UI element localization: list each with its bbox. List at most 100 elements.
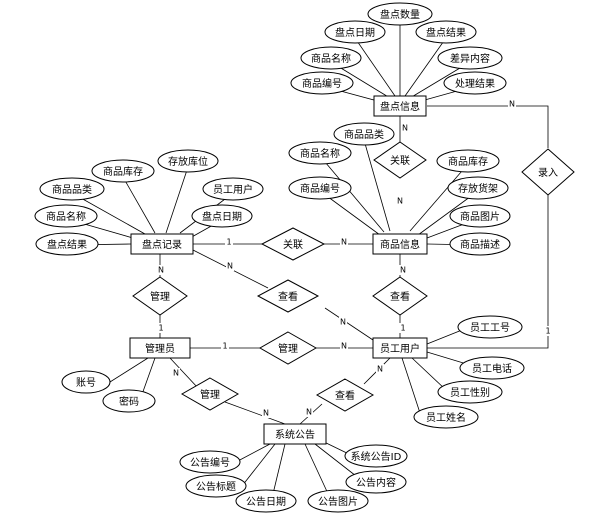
attribute-ellipse (202, 177, 264, 201)
attribute-inventory-record: 盘点结果 (35, 232, 99, 256)
cardinality-bg (340, 237, 348, 247)
attribute-ellipse (437, 380, 503, 404)
entity-label: 盘点信息 (380, 100, 420, 113)
attribute-inventory-info: 商品名称 (300, 46, 362, 70)
attribute-ellipse (157, 149, 219, 173)
cardinality-bg (399, 265, 407, 275)
cardinality-label: 1 (158, 324, 163, 333)
attribute-ellipse (191, 204, 253, 228)
attribute-announcement: 公告编号 (179, 450, 241, 474)
relationship-rel-view-record[interactable]: 查看 (256, 279, 320, 313)
attribute-label: 商品描述 (460, 238, 500, 251)
entity-admin[interactable]: 管理员 (129, 337, 191, 359)
entity-box (372, 233, 428, 255)
entity-label: 系统公告 (275, 428, 315, 441)
attribute-inventory-record: 商品库存 (91, 159, 155, 183)
cardinality-label: 1 (222, 342, 227, 351)
attribute-label: 系统公告ID (351, 450, 402, 463)
attribute-ellipse (307, 489, 369, 513)
relationship-rel-admin-announce[interactable]: 管理 (180, 377, 240, 411)
entity-product-info[interactable]: 商品信息 (372, 233, 428, 255)
relationship-rel-employee-announce[interactable]: 查看 (315, 378, 375, 412)
attribute-employee: 员工工号 (457, 315, 523, 339)
attribute-employee: 员工性别 (437, 380, 503, 404)
entity-label: 商品信息 (380, 238, 420, 251)
cardinality-label: N (397, 197, 403, 206)
attribute-ellipse (447, 176, 509, 200)
cardinality-bg (508, 99, 516, 109)
attribute-inventory-record: 存放库位 (157, 149, 219, 173)
attribute-product-info: 商品名称 (288, 141, 352, 165)
entity-box (372, 337, 428, 359)
attribute-label: 商品编号 (302, 77, 342, 90)
relationship-rel-admin-employee[interactable]: 管理 (258, 331, 318, 365)
relationship-rel-entry[interactable]: 录入 (521, 148, 575, 196)
attribute-label: 公告图片 (318, 495, 358, 508)
attribute-ellipse (34, 204, 98, 228)
attribute-label: 员工姓名 (426, 411, 466, 424)
entity-box (130, 233, 194, 255)
relationship-rel-inv-product[interactable]: 关联 (373, 141, 427, 179)
cardinality-label: 1 (545, 327, 550, 336)
attribute-label: 存放货架 (458, 182, 498, 195)
entity-box (129, 337, 191, 359)
attribute-ellipse (300, 46, 362, 70)
relationship-label: 查看 (335, 389, 355, 402)
cardinality-bg (339, 317, 347, 327)
entity-announcement[interactable]: 系统公告 (263, 423, 327, 445)
attribute-label: 公告日期 (246, 495, 286, 508)
relationship-label: 关联 (390, 154, 410, 167)
attribute-ellipse (437, 46, 503, 70)
attribute-label: 商品名称 (311, 52, 351, 65)
relationship-label: 查看 (390, 290, 410, 303)
relationship-rel-view-product[interactable]: 查看 (372, 276, 428, 316)
attribute-label: 盘点数量 (380, 8, 420, 21)
entity-inventory-record[interactable]: 盘点记录 (130, 233, 194, 255)
entity-label: 管理员 (145, 342, 175, 355)
attribute-ellipse (324, 20, 386, 44)
cardinality-label: N (341, 342, 347, 351)
attribute-product-info: 商品图片 (449, 204, 511, 228)
attribute-product-info: 存放货架 (447, 176, 509, 200)
cardinality-label: N (340, 318, 346, 327)
attribute-ellipse (333, 122, 395, 146)
relationship-diamond (373, 141, 427, 179)
attribute-label: 盘点结果 (47, 238, 87, 251)
attribute-ellipse (443, 71, 507, 95)
attribute-inventory-info: 商品编号 (290, 71, 354, 95)
attribute-label: 员工电话 (472, 362, 512, 375)
attribute-ellipse (288, 176, 352, 200)
cardinality-label: N (158, 266, 164, 275)
attribute-announcement: 公告图片 (307, 489, 369, 513)
relationship-diamond (315, 378, 375, 412)
cardinality-bg (225, 237, 233, 247)
attribute-ellipse (449, 232, 511, 256)
attribute-employee: 员工姓名 (413, 405, 479, 429)
attribute-label: 盘点结果 (426, 26, 466, 39)
cardinality-bg (376, 364, 384, 374)
relationship-rel-record-admin[interactable]: 管理 (132, 276, 188, 316)
relationship-diamond (258, 331, 318, 365)
entity-inventory-info[interactable]: 盘点信息 (373, 95, 427, 117)
attribute-label: 商品编号 (300, 182, 340, 195)
attribute-label: 商品库存 (448, 155, 488, 168)
attribute-ellipse (61, 370, 111, 394)
attribute-ellipse (102, 389, 156, 413)
attribute-ellipse (459, 356, 525, 380)
cardinality-bg (221, 341, 229, 351)
attribute-inventory-info: 盘点结果 (415, 20, 477, 44)
cardinality-label: N (227, 262, 233, 271)
attribute-ellipse (35, 232, 99, 256)
attribute-label: 员工用户 (213, 183, 253, 196)
cardinality-label: N (173, 369, 179, 378)
attribute-ellipse (449, 204, 511, 228)
relationship-label: 录入 (538, 167, 558, 179)
cardinality-label: N (509, 100, 515, 109)
entity-employee[interactable]: 员工用户 (372, 337, 428, 359)
attribute-ellipse (367, 2, 433, 26)
entity-label: 员工用户 (380, 342, 420, 355)
attributes-layer: 盘点数量盘点日期盘点结果商品名称差异内容商品编号处理结果商品库存存放库位商品品类… (34, 2, 525, 513)
relationship-rel-record-product[interactable]: 关联 (260, 227, 326, 261)
attribute-ellipse (39, 177, 105, 201)
